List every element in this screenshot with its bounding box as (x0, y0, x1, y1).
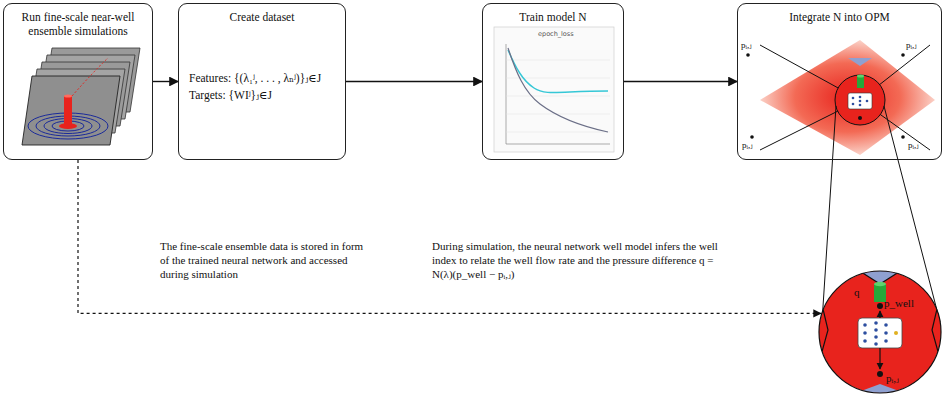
pressure-label: pᵢ,ⱼ (908, 140, 938, 151)
box-title: Integrate N into OPM (738, 4, 941, 25)
pressure-label: pᵢ,ⱼ (906, 40, 936, 51)
box-body: Features: {(λ₁ʲ, . . . , λₙʲ)}ⱼ∈JTargets… (189, 70, 339, 103)
flow-arrow (624, 81, 737, 82)
flow-arrow (153, 81, 178, 82)
process-box: Create datasetFeatures: {(λ₁ʲ, . . . , λ… (178, 3, 346, 160)
flow-rate-label: q (854, 286, 860, 298)
process-box: Train model N (482, 3, 624, 160)
dataset-spec: Targets: {WIʲ}ⱼ∈J (189, 87, 339, 104)
annotation-note: During simulation, the neural network we… (432, 240, 732, 281)
pressure-label: pᵢ,ⱼ (741, 40, 771, 51)
process-box: Run fine-scale near-well ensemble simula… (3, 3, 153, 160)
ensemble-slides (22, 48, 140, 145)
pressure-label: pᵢ,ⱼ (886, 372, 899, 385)
zoom-circle: q p_well pᵢ,ⱼ (818, 270, 942, 394)
pressure-label: pᵢ,ⱼ (742, 140, 772, 151)
dashed-connector (78, 160, 821, 313)
zoom-illustration (818, 270, 942, 394)
box-title: Run fine-scale near-well ensemble simula… (4, 4, 152, 39)
pressure-label: p_well (884, 297, 914, 309)
box-title: Create dataset (179, 4, 345, 25)
annotation-note: The fine-scale ensemble data is stored i… (160, 240, 370, 281)
chart-title: epoch_loss (538, 30, 598, 38)
loss-chart (494, 27, 614, 152)
box-title: Train model N (483, 4, 623, 25)
process-box: Integrate N into OPM (737, 3, 942, 160)
dataset-spec: Features: {(λ₁ʲ, . . . , λₙʲ)}ⱼ∈J (189, 70, 339, 87)
flow-arrow (346, 81, 482, 82)
